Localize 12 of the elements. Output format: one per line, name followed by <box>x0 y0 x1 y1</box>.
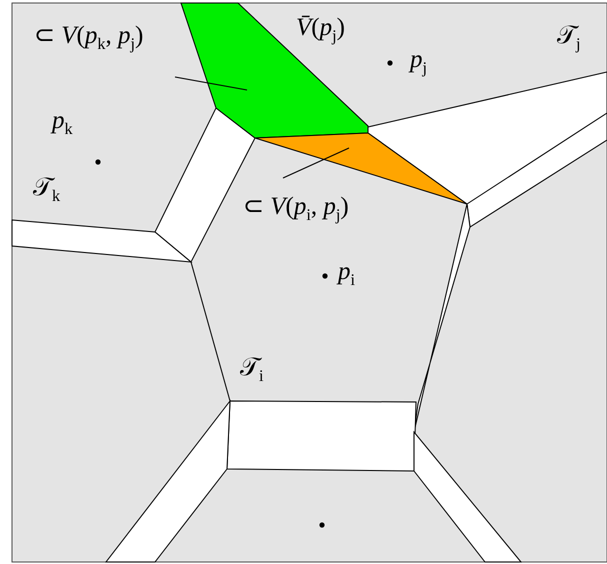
cell-label: 𝒯$_{j}$ <box>557 22 581 54</box>
leader-line <box>174 76 248 90</box>
region-label: ⊂ V(p$_{k}$, p$_{j}$) <box>34 22 144 54</box>
cell-label: 𝒯$_{k}$ <box>33 174 60 206</box>
region-label: V̄(p$_{j}$) <box>296 14 345 46</box>
point-label: p$_{i}$ <box>338 258 356 290</box>
shaded-region <box>180 2 368 138</box>
point-label: p$_{j}$ <box>410 46 428 78</box>
leader-line <box>282 148 350 178</box>
cell-label: 𝒯$_{i}$ <box>240 354 264 386</box>
point-label: p$_{k}$ <box>52 107 73 139</box>
region-label: ⊂ V(p$_{i}$, p$_{j}$) <box>243 193 349 225</box>
